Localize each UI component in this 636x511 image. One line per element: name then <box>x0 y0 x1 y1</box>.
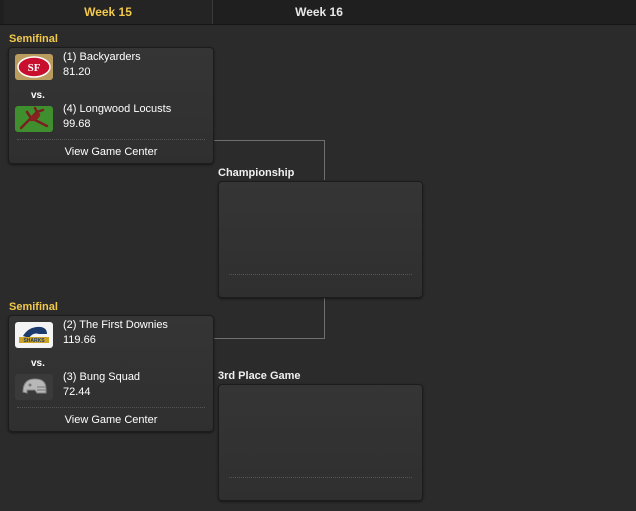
team-row-longwood-locusts[interactable]: (4) Longwood Locusts 99.68 <box>9 102 213 136</box>
team-name[interactable]: (4) Longwood Locusts <box>63 103 172 115</box>
49ers-logo-icon: SF <box>15 54 53 80</box>
divider <box>17 407 205 408</box>
championship-matchup <box>218 181 423 298</box>
vs-label: vs. <box>31 358 45 369</box>
tab-week-16[interactable]: Week 16 <box>295 5 343 19</box>
semifinal-matchup-1: SF (1) Backyarders 81.20 vs. (4) Longwoo… <box>8 47 214 164</box>
team-score: 99.68 <box>63 118 91 130</box>
helmet-logo-icon <box>15 374 53 400</box>
divider <box>229 274 412 275</box>
bracket-connector <box>324 140 325 180</box>
third-place-matchup <box>218 384 423 501</box>
team-name[interactable]: (1) Backyarders <box>63 51 141 63</box>
week-tab-bar: Week 15 Week 16 <box>0 0 636 25</box>
team-row-the-first-downies[interactable]: SHARKS (2) The First Downies 119.66 <box>9 318 213 352</box>
team-score: 81.20 <box>63 66 91 78</box>
semifinal-matchup-2: SHARKS (2) The First Downies 119.66 vs. … <box>8 315 214 432</box>
bracket-connector <box>324 298 325 338</box>
team-name[interactable]: (3) Bung Squad <box>63 371 141 383</box>
semifinal-label: Semifinal <box>9 33 58 45</box>
view-game-center-link[interactable]: View Game Center <box>64 146 158 158</box>
team-score: 119.66 <box>63 334 96 346</box>
svg-text:SF: SF <box>28 62 41 74</box>
team-score: 72.44 <box>63 386 91 398</box>
semifinal-label: Semifinal <box>9 301 58 313</box>
vs-label: vs. <box>31 90 45 101</box>
divider <box>17 139 205 140</box>
sharks-logo-icon: SHARKS <box>15 322 53 348</box>
view-game-center-link[interactable]: View Game Center <box>64 414 158 426</box>
bracket-connector <box>212 338 325 339</box>
svg-text:SHARKS: SHARKS <box>23 338 45 344</box>
locust-logo-icon <box>15 106 53 132</box>
tab-week-15[interactable]: Week 15 <box>4 0 213 24</box>
divider <box>229 477 412 478</box>
championship-label: Championship <box>218 167 295 179</box>
team-row-backyarders[interactable]: SF (1) Backyarders 81.20 <box>9 50 213 84</box>
team-name[interactable]: (2) The First Downies <box>63 319 168 331</box>
bracket-connector <box>212 140 325 141</box>
third-place-label: 3rd Place Game <box>218 370 301 382</box>
team-row-bung-squad[interactable]: (3) Bung Squad 72.44 <box>9 370 213 404</box>
